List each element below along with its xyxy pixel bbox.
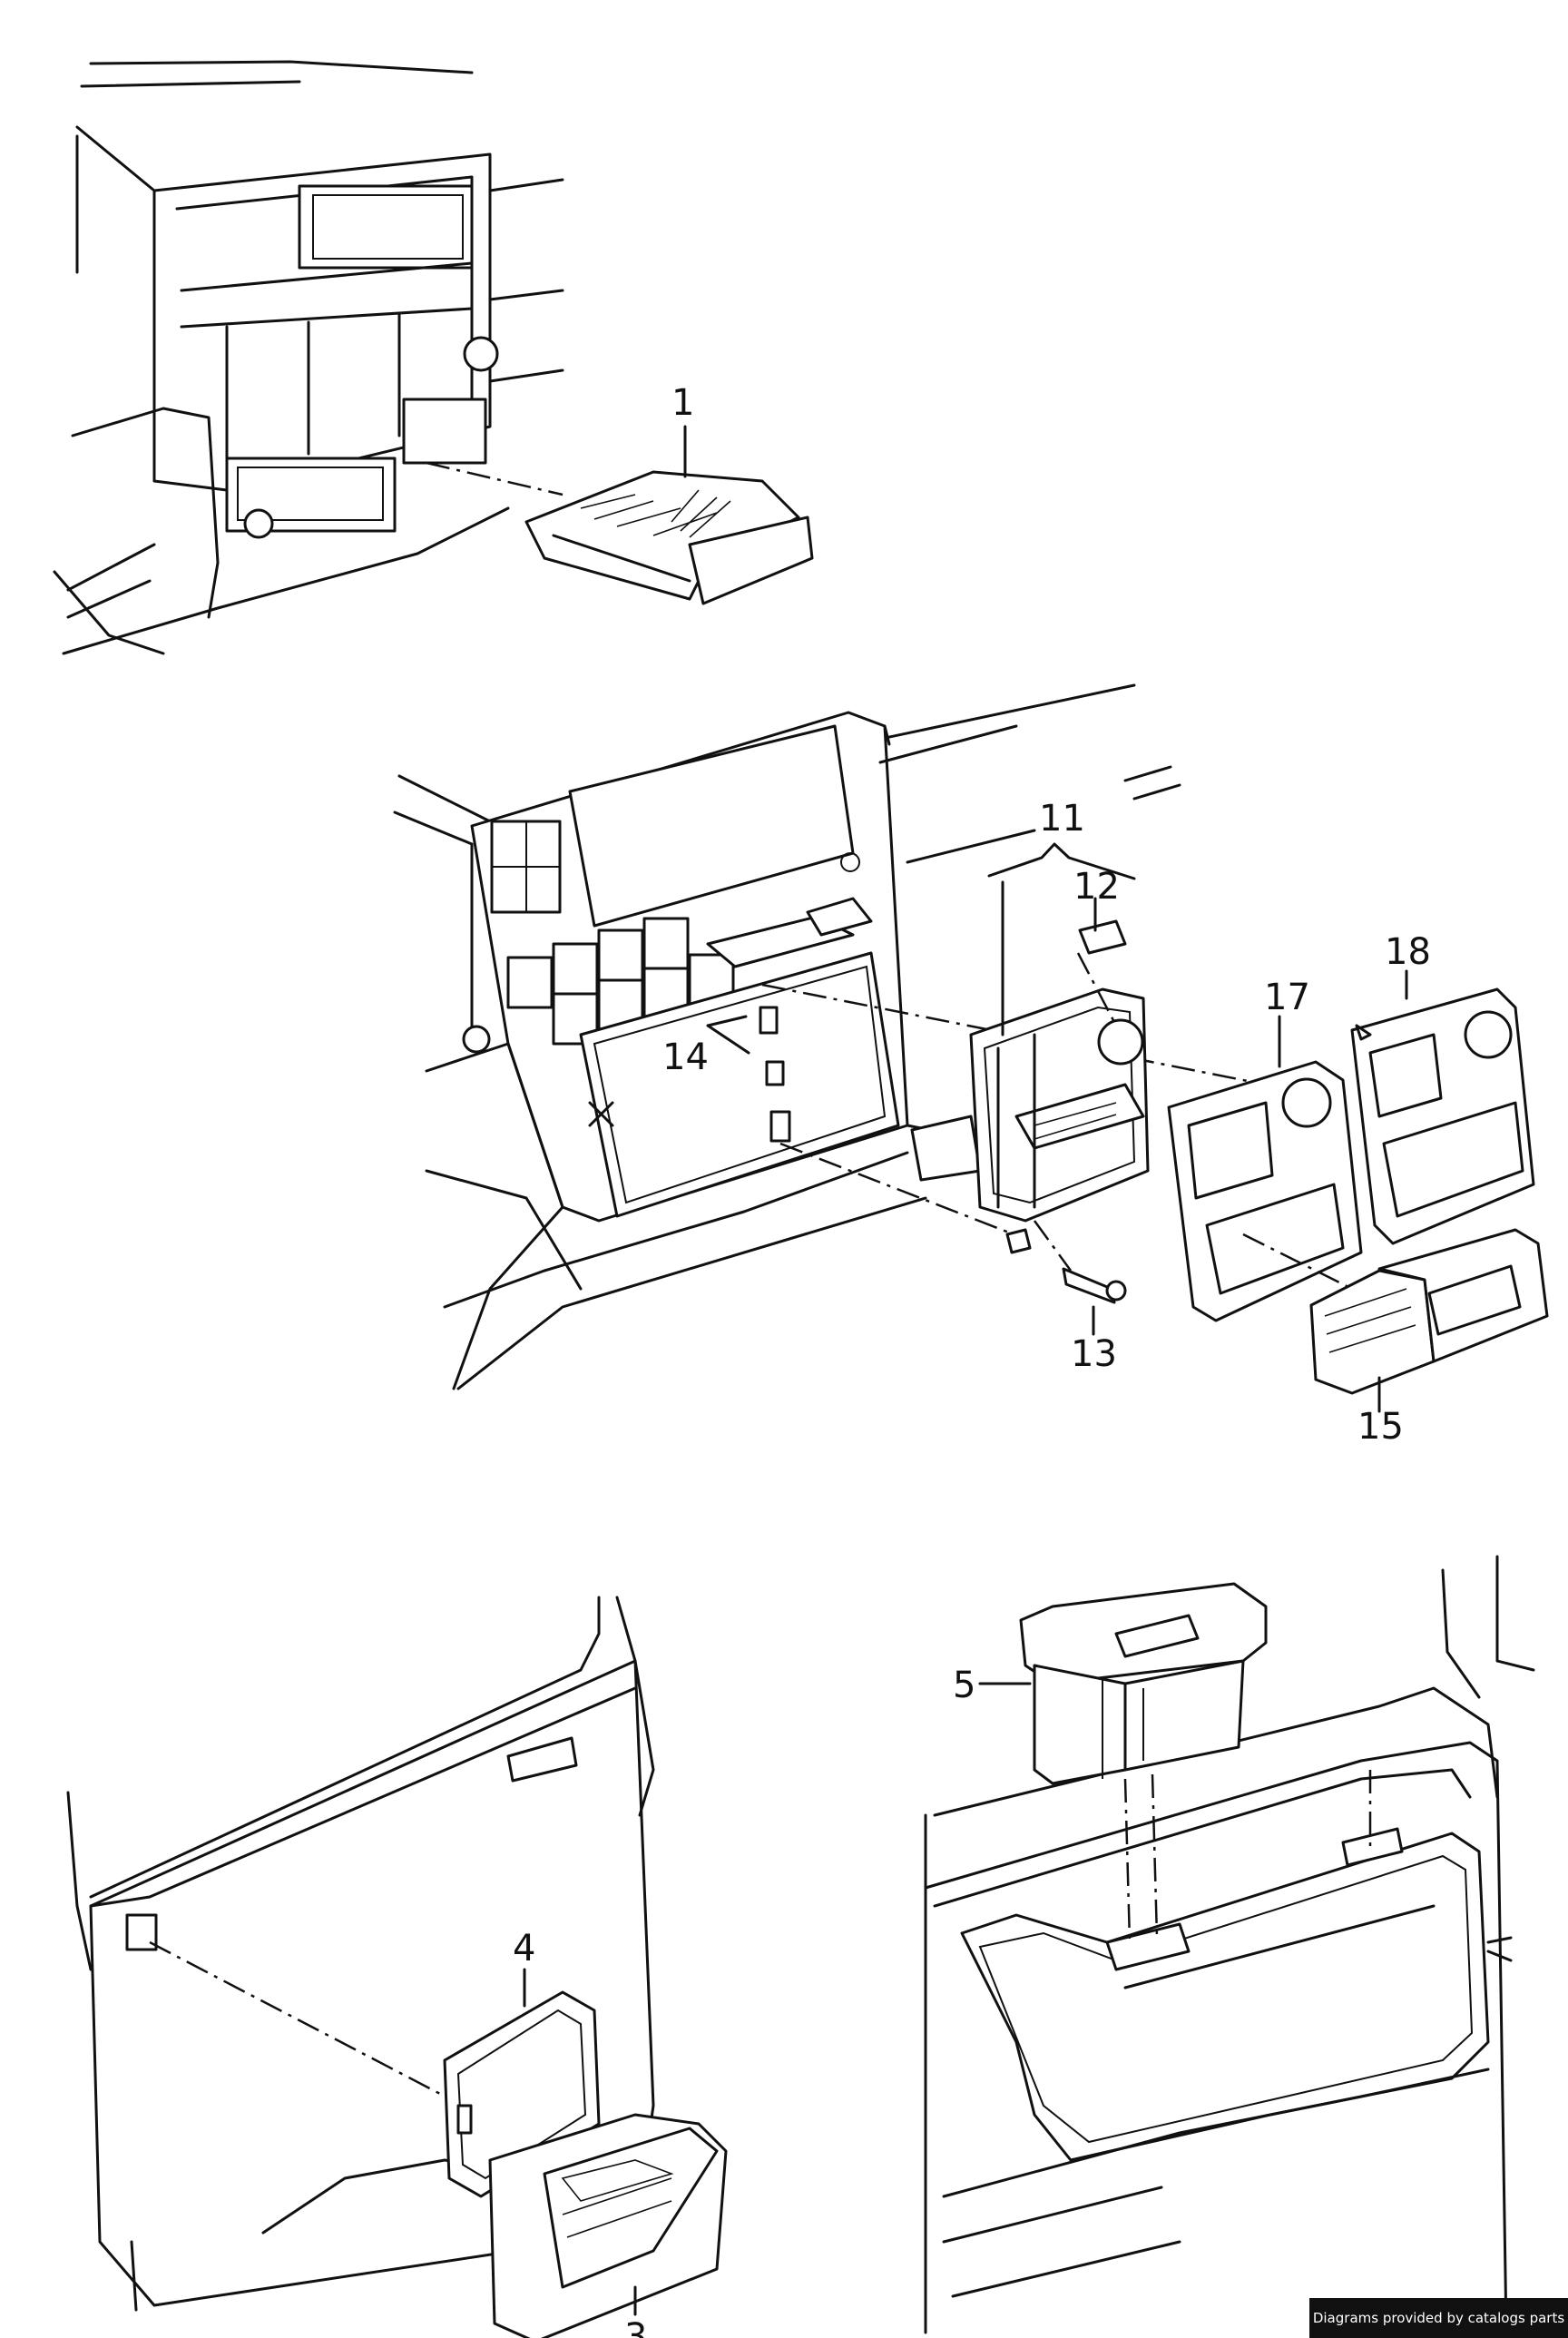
door-mount-lines [1123, 1770, 1372, 1943]
callout-4: 4 [513, 1928, 535, 1970]
callout-12: 12 [1073, 866, 1120, 908]
door-panel-view [924, 1555, 1535, 2334]
cover-panel-part-18 [1350, 987, 1535, 1245]
ashtray-part-15 [1309, 1228, 1549, 1395]
trim-frame-part-17 [1167, 1060, 1371, 1322]
callout-1: 1 [671, 382, 694, 424]
callout-13: 13 [1071, 1333, 1117, 1375]
callout-15: 15 [1357, 1406, 1404, 1448]
callout-18: 18 [1385, 931, 1431, 973]
ashtray-part-5 [1019, 1582, 1268, 1785]
radio-mounting-frame [969, 919, 1150, 1304]
callout-17: 17 [1264, 977, 1310, 1018]
callout-3: 3 [624, 2316, 647, 2338]
callout-14: 14 [662, 1036, 709, 1078]
diagram-credit: Diagrams provided by catalogs parts [1309, 2298, 1568, 2338]
ashtray-part-1 [524, 470, 814, 605]
callout-11: 11 [1039, 798, 1085, 840]
dashboard-top-view [53, 60, 564, 655]
ashtray-part-3 [488, 2113, 728, 2338]
dashboard-center-view [393, 683, 1267, 1390]
callout-5: 5 [953, 1665, 975, 1706]
